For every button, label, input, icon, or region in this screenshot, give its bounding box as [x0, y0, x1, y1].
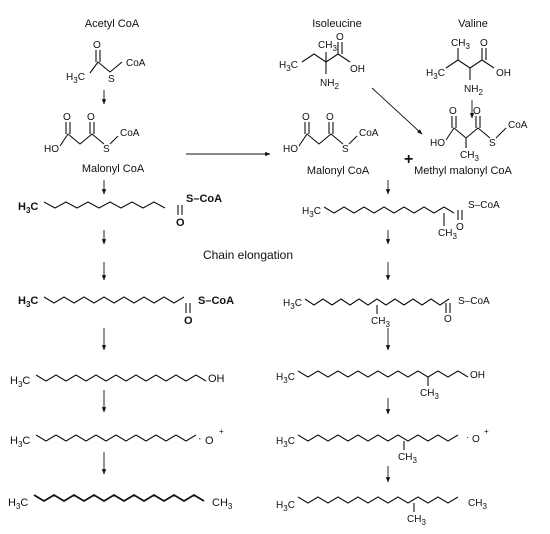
acetyl-coa-label: Acetyl CoA [85, 18, 140, 30]
right-aldehyde-intermediate: H3C CH3 · O + [276, 427, 489, 465]
svg-text:CH3: CH3 [318, 40, 337, 53]
svg-text:H3C: H3C [276, 500, 295, 513]
svg-text:CoA: CoA [126, 58, 146, 69]
valine-label: Valine [458, 18, 488, 30]
acetyl-coa-structure: H3C O S CoA [66, 40, 146, 85]
svg-text:NH2: NH2 [320, 78, 339, 91]
svg-text:OH: OH [350, 64, 365, 75]
methyl-malonyl-coa-structure: HO O O CH3 S CoA [430, 106, 528, 163]
svg-text:CH3: CH3 [468, 498, 487, 511]
svg-text:OH: OH [470, 370, 485, 381]
svg-text:·: · [198, 433, 202, 445]
isoleucine-label: Isoleucine [312, 18, 362, 30]
right-acyl-coa-long: H3C CH3 O S–CoA [283, 296, 490, 329]
valine-structure: H3C CH3 O OH NH2 [426, 38, 511, 97]
svg-text:OH: OH [496, 68, 511, 79]
plus-sign: + [404, 151, 413, 168]
svg-text:O: O [473, 106, 481, 117]
malonyl-coa-right-label: Malonyl CoA [307, 165, 370, 177]
malonyl-coa-left-label: Malonyl CoA [82, 163, 145, 175]
svg-text:O: O [326, 112, 334, 123]
svg-text:CH3: CH3 [212, 497, 233, 511]
svg-text:H3C: H3C [18, 295, 38, 309]
svg-text:OH: OH [208, 373, 225, 385]
svg-text:H3C: H3C [10, 435, 30, 449]
svg-text:S–CoA: S–CoA [468, 200, 500, 211]
left-acyl-coa-long: H3C O S–CoA [18, 295, 234, 327]
svg-text:CH3: CH3 [451, 38, 470, 51]
svg-text:H3C: H3C [302, 206, 321, 219]
svg-text:O: O [449, 106, 457, 117]
svg-text:H3C: H3C [276, 436, 295, 449]
svg-text:CH3: CH3 [438, 228, 457, 241]
right-branched-alkane-product: H3C CH3 CH3 [276, 496, 487, 527]
svg-text:HO: HO [283, 144, 298, 155]
malonyl-coa-right-structure: HO O O S CoA [283, 112, 379, 155]
svg-text:S: S [342, 144, 349, 155]
svg-text:CH3: CH3 [371, 316, 390, 329]
left-acyl-coa-short: H3C O S–CoA [18, 193, 222, 229]
svg-text:O: O [93, 40, 101, 51]
svg-text:S–CoA: S–CoA [458, 296, 490, 307]
svg-text:H3C: H3C [10, 375, 30, 389]
svg-text:O: O [184, 315, 193, 327]
svg-text:S: S [489, 138, 496, 149]
svg-text:NH2: NH2 [464, 84, 483, 97]
svg-text:H3C: H3C [283, 298, 302, 311]
svg-text:HO: HO [44, 144, 59, 155]
svg-text:CH3: CH3 [407, 514, 426, 527]
svg-text:O: O [456, 222, 464, 233]
arrow-isoleucine-to-methylmalonyl [371, 87, 423, 135]
svg-text:S: S [108, 74, 115, 85]
svg-text:+: + [219, 427, 224, 436]
svg-text:O: O [63, 112, 71, 123]
right-fatty-alcohol: H3C CH3 OH [276, 370, 485, 401]
svg-text:CH3: CH3 [460, 150, 479, 163]
svg-text:O: O [87, 112, 95, 123]
svg-text:H3C: H3C [66, 72, 85, 85]
svg-text:S: S [103, 144, 110, 155]
svg-text:S–CoA: S–CoA [198, 295, 234, 307]
svg-text:CoA: CoA [508, 120, 528, 131]
svg-text:S–CoA: S–CoA [186, 193, 222, 205]
svg-text:H3C: H3C [8, 497, 28, 511]
methyl-malonyl-coa-label: Methyl malonyl CoA [414, 165, 512, 177]
chain-elongation-label: Chain elongation [203, 248, 293, 262]
left-fatty-alcohol: H3C OH [10, 373, 225, 389]
svg-text:O: O [302, 112, 310, 123]
svg-text:H3C: H3C [279, 60, 298, 73]
svg-text:O: O [480, 38, 488, 49]
svg-text:O: O [336, 32, 344, 43]
left-alkane-product: H3C CH3 [8, 494, 233, 511]
malonyl-coa-left-structure: HO O O S CoA [44, 112, 140, 155]
svg-text:·: · [466, 432, 469, 443]
isoleucine-structure: H3C CH3 O OH NH2 [279, 32, 365, 91]
svg-text:CoA: CoA [359, 128, 379, 139]
svg-text:H3C: H3C [426, 68, 445, 81]
left-aldehyde-intermediate: H3C · O + [10, 427, 224, 449]
svg-text:HO: HO [430, 138, 445, 149]
svg-text:H3C: H3C [276, 372, 295, 385]
svg-text:O: O [205, 435, 214, 447]
right-acyl-coa-short: H3C CH3 O S–CoA [302, 200, 500, 241]
svg-text:CH3: CH3 [398, 452, 417, 465]
svg-text:O: O [176, 217, 185, 229]
svg-text:O: O [444, 314, 452, 325]
svg-text:H3C: H3C [18, 201, 38, 215]
svg-text:+: + [484, 427, 489, 436]
svg-text:CoA: CoA [120, 128, 140, 139]
svg-text:O: O [472, 434, 480, 445]
svg-text:CH3: CH3 [420, 388, 439, 401]
